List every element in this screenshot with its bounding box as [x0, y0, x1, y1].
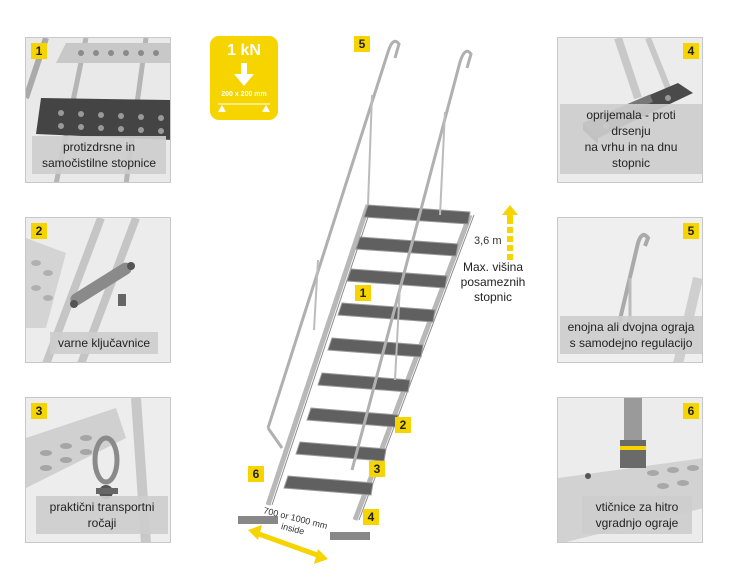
max-height-value: 3,6 m: [474, 235, 502, 247]
panel-caption: protizdrsne in samočistilne stopnice: [32, 136, 166, 174]
panel-number-badge: 5: [683, 223, 699, 239]
feature-panel-sockets: 6 vtičnice za hitro vgradnjo ograje: [557, 397, 703, 543]
load-value: 1 kN: [227, 42, 261, 59]
panel-caption: enojna ali dvojna ograja s samodejno reg…: [560, 316, 702, 354]
panel-number-badge: 1: [31, 43, 47, 59]
load-capacity-badge: 1 kN 200 x 200 mm: [210, 36, 278, 120]
callout-badge: 1: [355, 285, 371, 301]
panel-number-badge: 6: [683, 403, 699, 419]
arrow-down-icon: [234, 63, 254, 86]
load-area-triangles-icon: [218, 103, 270, 112]
load-area-label: 200 x 200 mm: [221, 91, 267, 98]
staircase-illustration: [238, 39, 475, 564]
feature-panel-handles: 3 praktični transportni ročaji: [25, 397, 171, 543]
panel-caption: praktični transportni ročaji: [36, 496, 168, 534]
height-arrow-icon: [502, 205, 518, 260]
panel-number-badge: 2: [31, 223, 47, 239]
callout-badge: 3: [369, 461, 385, 477]
panel-number-badge: 4: [683, 43, 699, 59]
panel-caption: vtičnice za hitro vgradnjo ograje: [582, 496, 692, 534]
max-height-caption: Max. višina posameznih stopnic: [460, 260, 526, 304]
callout-badge: 5: [354, 36, 370, 52]
callout-badge: 6: [248, 466, 264, 482]
feature-panel-locks: 2 varne ključavnice: [25, 217, 171, 363]
feature-panel-treads: 1 protizdrsne in samočistilne stopnice: [25, 37, 171, 183]
panel-caption: oprijemala - proti drsenju na vrhu in na…: [560, 104, 702, 174]
feature-panel-railing: 5 enojna ali dvojna ograja s samodejno r…: [557, 217, 703, 363]
panel-caption: varne ključavnice: [50, 332, 158, 354]
panel-number-badge: 3: [31, 403, 47, 419]
feature-panel-grips: 4 oprijemala - proti drsenju na vrhu in …: [557, 37, 703, 183]
callout-badge: 2: [395, 417, 411, 433]
callout-badge: 4: [363, 509, 379, 525]
